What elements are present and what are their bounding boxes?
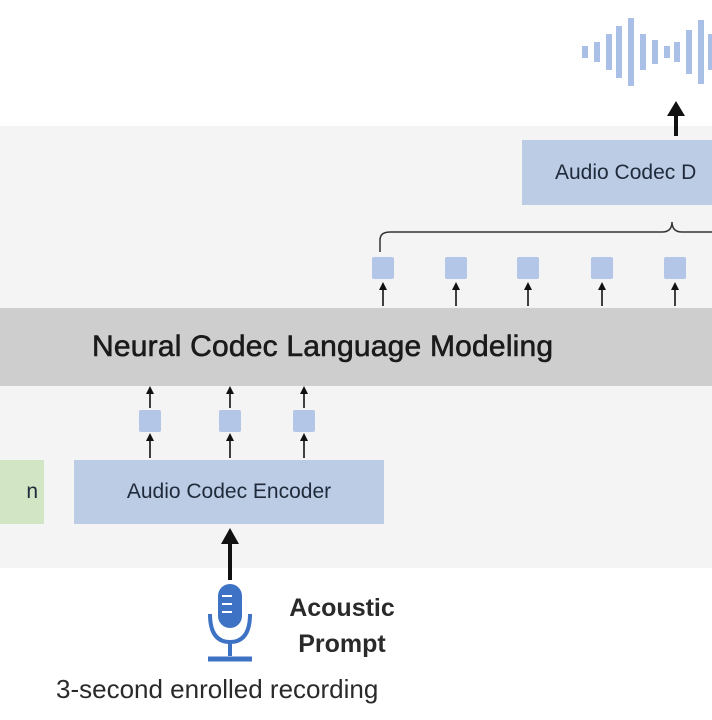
language-model-band [0,308,712,386]
output-token [517,257,539,279]
input-token [139,410,161,432]
output-token [591,257,613,279]
audio-codec-decoder-box: Audio Codec D [522,140,712,205]
output-tokens [372,257,686,279]
waveform-icon [582,18,712,86]
acoustic-prompt-title: Acoustic Prompt [270,590,414,662]
phoneme-box-partial: n [0,460,44,524]
audio-codec-encoder-label: Audio Codec Encoder [126,480,332,503]
output-token [664,257,686,279]
phoneme-box-label: n [26,480,38,503]
microphone-input-arrow [221,528,239,580]
audio-codec-encoder-box: Audio Codec Encoder [74,460,384,524]
output-token-arrows [379,282,679,306]
output-token [372,257,394,279]
acoustic-prompt-line1: Acoustic [289,594,395,622]
prompt-caption: 3-second enrolled recording [56,674,379,704]
language-model-label: Neural Codec Language Modeling [92,330,554,364]
microphone-icon [208,584,252,662]
audio-codec-decoder-label: Audio Codec D [555,160,697,184]
input-token-arrows [146,386,308,458]
output-tokens-brace [379,221,712,252]
input-tokens [139,410,315,432]
input-token [219,410,241,432]
decoder-output-arrow [667,101,685,136]
output-token [445,257,467,279]
input-token [293,410,315,432]
acoustic-prompt-line2: Prompt [298,630,386,658]
